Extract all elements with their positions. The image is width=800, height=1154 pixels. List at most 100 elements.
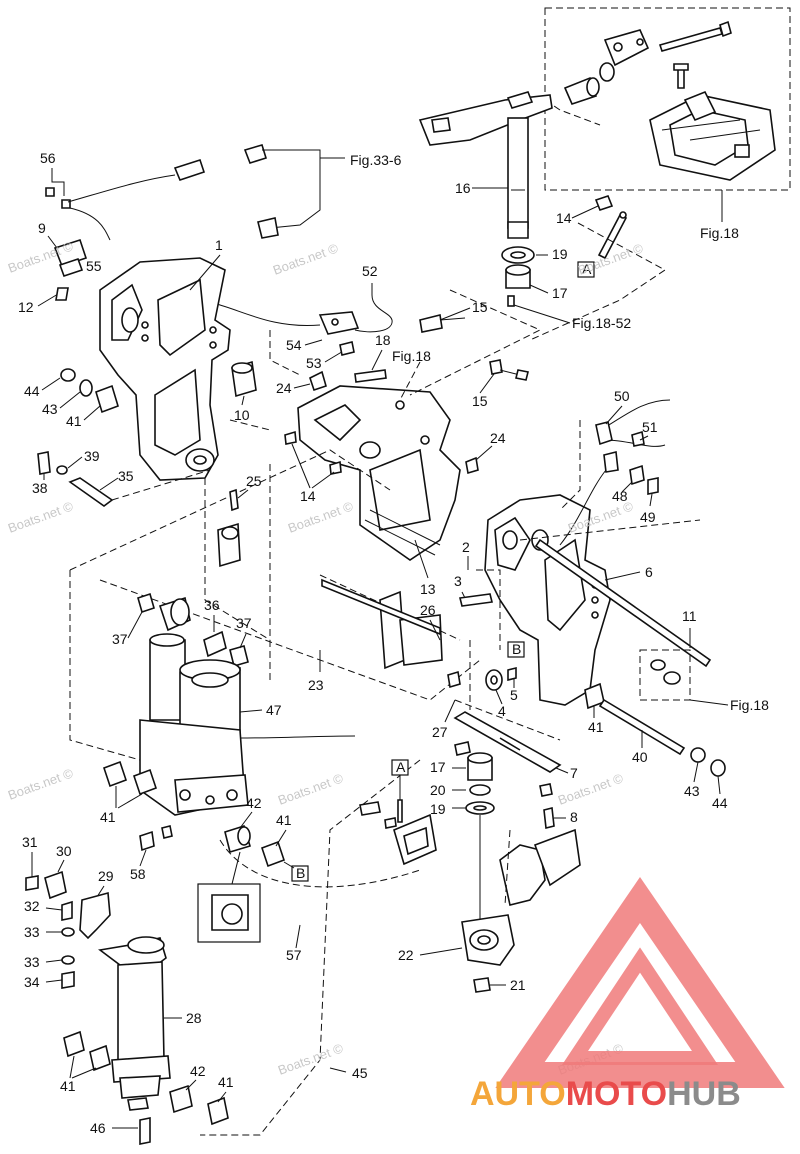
callout-11: 11 bbox=[682, 608, 697, 624]
callout-56: 56 bbox=[40, 150, 56, 166]
stern-bracket-right: 6 41 50 51 48 49 bbox=[484, 388, 701, 735]
watermark-text: Boats.net © bbox=[556, 770, 626, 808]
callout-30: 30 bbox=[56, 843, 72, 859]
callout-33b: 33 bbox=[24, 954, 40, 970]
callout-37b: 37 bbox=[236, 615, 252, 631]
callout-31: 31 bbox=[22, 834, 38, 850]
callout-24a: 24 bbox=[276, 380, 292, 396]
callout-40: 40 bbox=[632, 749, 648, 765]
callout-27: 27 bbox=[432, 724, 448, 740]
callout-7: 7 bbox=[570, 765, 578, 781]
callout-14b: 14 bbox=[300, 488, 316, 504]
callout-41c: 41 bbox=[276, 812, 292, 828]
callout-16: 16 bbox=[455, 180, 471, 196]
callout-21: 21 bbox=[510, 977, 526, 993]
watermark-text: Boats.net © bbox=[6, 498, 76, 536]
callout-55: 55 bbox=[86, 258, 102, 274]
ref-fig18-right: Fig.18 bbox=[730, 697, 769, 713]
callout-41a: 41 bbox=[66, 413, 82, 429]
callout-32: 32 bbox=[24, 898, 40, 914]
trim-tilt-linkage: 25 26 27 23 37 36 37 bbox=[112, 473, 461, 740]
callout-39: 39 bbox=[84, 448, 100, 464]
assembly-leaders bbox=[69, 330, 561, 1136]
callout-35: 35 bbox=[118, 468, 134, 484]
callout-49: 49 bbox=[640, 509, 656, 525]
automotohub-logo: AUTOMOTOHUB bbox=[470, 877, 785, 1113]
callout-33a: 33 bbox=[24, 924, 40, 940]
callout-18: 18 bbox=[375, 332, 391, 348]
callout-41f: 41 bbox=[588, 719, 604, 735]
callout-15b: 15 bbox=[472, 393, 488, 409]
callout-17a: 17 bbox=[552, 285, 568, 301]
callout-25: 25 bbox=[246, 473, 262, 489]
callout-4: 4 bbox=[498, 703, 506, 719]
callout-50: 50 bbox=[614, 388, 630, 404]
ref-fig33-6: Fig.33-6 bbox=[350, 152, 402, 168]
callout-45: 45 bbox=[352, 1065, 368, 1081]
callout-6: 6 bbox=[645, 564, 653, 580]
callout-54: 54 bbox=[286, 337, 302, 353]
callout-19b: 19 bbox=[430, 801, 446, 817]
callout-58: 58 bbox=[130, 866, 146, 882]
callout-41b: 41 bbox=[100, 809, 116, 825]
callout-38: 38 bbox=[32, 480, 48, 496]
callout-29: 29 bbox=[98, 868, 114, 884]
ref-box-b-low: B bbox=[296, 865, 305, 881]
tilt-tubes: 11 Fig.18 40 43 44 bbox=[534, 538, 769, 811]
callout-1: 1 bbox=[215, 237, 223, 253]
grease-fitting-top: 14 A bbox=[529, 195, 666, 341]
callout-3: 3 bbox=[454, 573, 462, 589]
ref-fig18-52: Fig.18-52 bbox=[572, 315, 631, 331]
left-hardware: 44 43 41 39 38 35 bbox=[24, 368, 211, 507]
watermark-text: Boats.net © bbox=[276, 1040, 346, 1078]
callout-22: 22 bbox=[398, 947, 414, 963]
callout-46: 46 bbox=[90, 1120, 106, 1136]
callout-8: 8 bbox=[570, 809, 578, 825]
ref-box-b-mid: B bbox=[512, 641, 521, 657]
mid-hardware: 2 3 B 4 5 7 8 bbox=[453, 539, 578, 829]
callout-44a: 44 bbox=[24, 383, 40, 399]
ref-box-a-mid: A bbox=[396, 759, 406, 775]
steering-arm-assembly: 16 19 17 Fig.18-52 bbox=[418, 91, 631, 331]
watermark-text: Boats.net © bbox=[276, 770, 346, 808]
callout-36: 36 bbox=[204, 597, 220, 613]
tilt-cylinder: 31 30 29 32 33 33 34 28 41 42 bbox=[22, 834, 368, 1145]
callout-26: 26 bbox=[420, 602, 436, 618]
callout-42b: 42 bbox=[190, 1063, 206, 1079]
watermark-text: Boats.net © bbox=[6, 765, 76, 803]
callout-14a: 14 bbox=[556, 210, 572, 226]
callout-2: 2 bbox=[462, 539, 470, 555]
callout-42a: 42 bbox=[246, 795, 262, 811]
lower-steering: 17 20 19 A 22 21 bbox=[359, 752, 581, 993]
callout-51: 51 bbox=[642, 419, 658, 435]
callout-43a: 43 bbox=[42, 401, 58, 417]
callout-19a: 19 bbox=[552, 246, 568, 262]
clamp-bracket-left: 1 10 bbox=[99, 237, 257, 481]
callout-43b: 43 bbox=[684, 783, 700, 799]
logo-text-auto: AUTOMOTOHUB bbox=[470, 1075, 741, 1113]
motor-bushings: 42 41 B 57 bbox=[197, 795, 309, 963]
ref-fig18-top: Fig.18 bbox=[700, 225, 739, 241]
callout-41d: 41 bbox=[60, 1078, 76, 1094]
callout-37a: 37 bbox=[112, 631, 128, 647]
callout-15a: 15 bbox=[472, 299, 488, 315]
callout-57: 57 bbox=[286, 947, 302, 963]
trim-motor-unit: 47 41 58 bbox=[100, 633, 356, 882]
callout-17b: 17 bbox=[430, 759, 446, 775]
callout-10: 10 bbox=[234, 407, 250, 423]
watermark-text: Boats.net © bbox=[271, 240, 341, 278]
callout-53: 53 bbox=[306, 355, 322, 371]
callout-23: 23 bbox=[308, 677, 324, 693]
callout-13: 13 bbox=[420, 581, 436, 597]
callout-20: 20 bbox=[430, 782, 446, 798]
callout-12: 12 bbox=[18, 299, 34, 315]
callout-48: 48 bbox=[612, 488, 628, 504]
callout-47: 47 bbox=[266, 702, 282, 718]
swivel-bracket: 13 24 24 18 Fig.18 14 15 15 bbox=[276, 289, 542, 597]
callout-5: 5 bbox=[510, 687, 518, 703]
callout-28: 28 bbox=[186, 1010, 202, 1026]
wiring-harness: 56 9 55 12 Fig.33-6 52 54 53 bbox=[18, 144, 402, 371]
callout-9: 9 bbox=[38, 220, 46, 236]
callout-24b: 24 bbox=[490, 430, 506, 446]
